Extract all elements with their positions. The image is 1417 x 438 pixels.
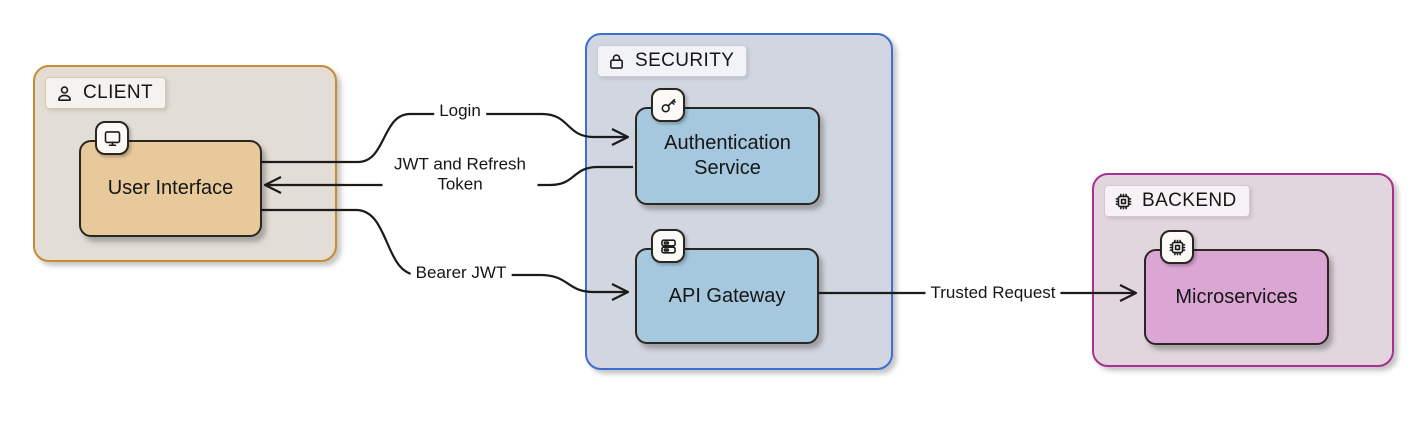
node-authentication-service: Authentication Service	[635, 88, 820, 205]
node-user-interface-badge	[95, 121, 129, 155]
group-client-label: CLIENT	[83, 82, 153, 103]
node-microservices-label: Microservices	[1175, 285, 1298, 308]
chip-icon	[1169, 239, 1185, 255]
node-api-gateway-badge	[651, 229, 685, 263]
edge-label-jwt-refresh-token: JWT and Refresh Token	[382, 154, 538, 194]
node-authentication-service-label: Authentication Service	[664, 132, 791, 179]
server-icon	[660, 238, 676, 254]
node-api-gateway: API Gateway	[635, 229, 819, 344]
person-icon	[58, 85, 71, 101]
key-icon	[661, 98, 676, 112]
node-microservices-badge	[1160, 230, 1194, 264]
node-user-interface: User Interface	[79, 121, 262, 237]
edge-label-bearer-jwt: Bearer JWT	[410, 263, 512, 283]
monitor-icon	[104, 130, 120, 146]
chip-icon	[1115, 193, 1132, 209]
node-microservices: Microservices	[1144, 230, 1329, 345]
group-security-label: SECURITY	[635, 50, 735, 71]
group-backend: BACKEND Microservices	[1092, 173, 1394, 367]
group-backend-label: BACKEND	[1142, 190, 1237, 211]
lock-icon	[610, 53, 623, 69]
group-security: SECURITY Authentication Service API Ga	[585, 33, 893, 370]
node-api-gateway-label: API Gateway	[668, 284, 786, 307]
group-client-badge: CLIENT	[45, 77, 166, 109]
group-backend-badge: BACKEND	[1104, 185, 1250, 217]
edge-label-trusted-request: Trusted Request	[925, 283, 1061, 303]
group-security-badge: SECURITY	[597, 45, 748, 77]
group-client: CLIENT User Interface	[33, 65, 337, 262]
node-user-interface-label: User Interface	[107, 177, 234, 199]
edge-label-login: Login	[434, 101, 486, 121]
node-authentication-service-badge	[651, 88, 685, 122]
